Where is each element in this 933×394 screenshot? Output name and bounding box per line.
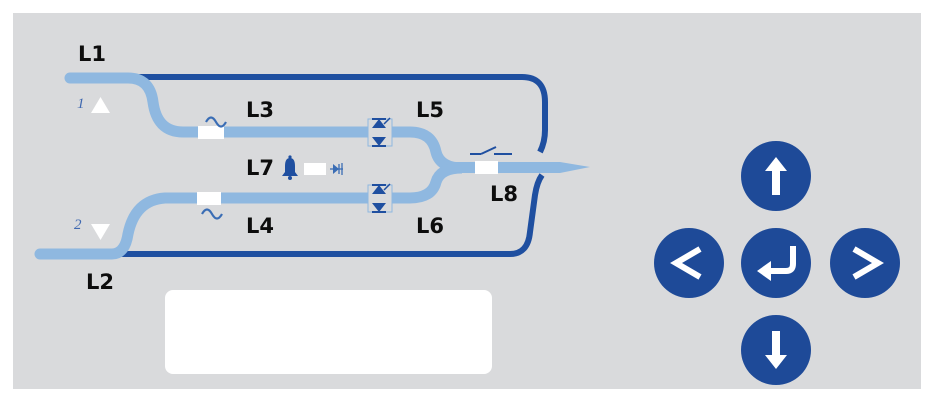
input2-triangle-down-icon (91, 224, 110, 240)
lcd-display (165, 290, 492, 374)
source1-bypass-line (70, 74, 548, 154)
label-l7: L7 (246, 156, 274, 180)
chevron-left-icon (670, 246, 702, 280)
enter-icon (757, 246, 796, 281)
input1-triangle-up-icon (91, 97, 110, 113)
thyristor-l6-icon (367, 183, 393, 213)
label-l8: L8 (490, 182, 518, 206)
label-l6: L6 (416, 214, 444, 238)
label-l4: L4 (246, 214, 274, 238)
merge-line-lower (392, 162, 463, 204)
right-button[interactable] (830, 228, 900, 298)
ac-sine-source2-icon (201, 208, 223, 220)
thyristor-mark-icon (330, 163, 343, 175)
merge-line-upper (392, 126, 463, 174)
contact-l7 (304, 163, 326, 175)
arrow-up-icon (765, 157, 787, 195)
thyristor-l5-icon (367, 117, 393, 147)
alarm-bell-icon (282, 155, 298, 180)
contact-l4 (197, 192, 221, 205)
label-l3: L3 (246, 98, 274, 122)
label-l5: L5 (416, 98, 444, 122)
contact-l3 (198, 126, 224, 139)
left-button[interactable] (654, 228, 724, 298)
down-button[interactable] (741, 315, 811, 385)
label-l2: L2 (86, 270, 114, 294)
source2-bypass-line (95, 173, 545, 257)
enter-button[interactable] (741, 228, 811, 298)
chevron-right-icon (852, 246, 884, 280)
source2-main-line (34, 192, 374, 260)
input2-number: 2 (74, 217, 82, 233)
arrow-down-icon (765, 331, 787, 369)
label-l1: L1 (78, 42, 106, 66)
source1-main-line (64, 72, 374, 138)
contact-l8 (475, 161, 498, 174)
input1-number: 1 (77, 96, 85, 112)
output-switch-icon (470, 146, 512, 155)
up-button[interactable] (741, 141, 811, 211)
ac-sine-source1-icon (205, 116, 227, 128)
